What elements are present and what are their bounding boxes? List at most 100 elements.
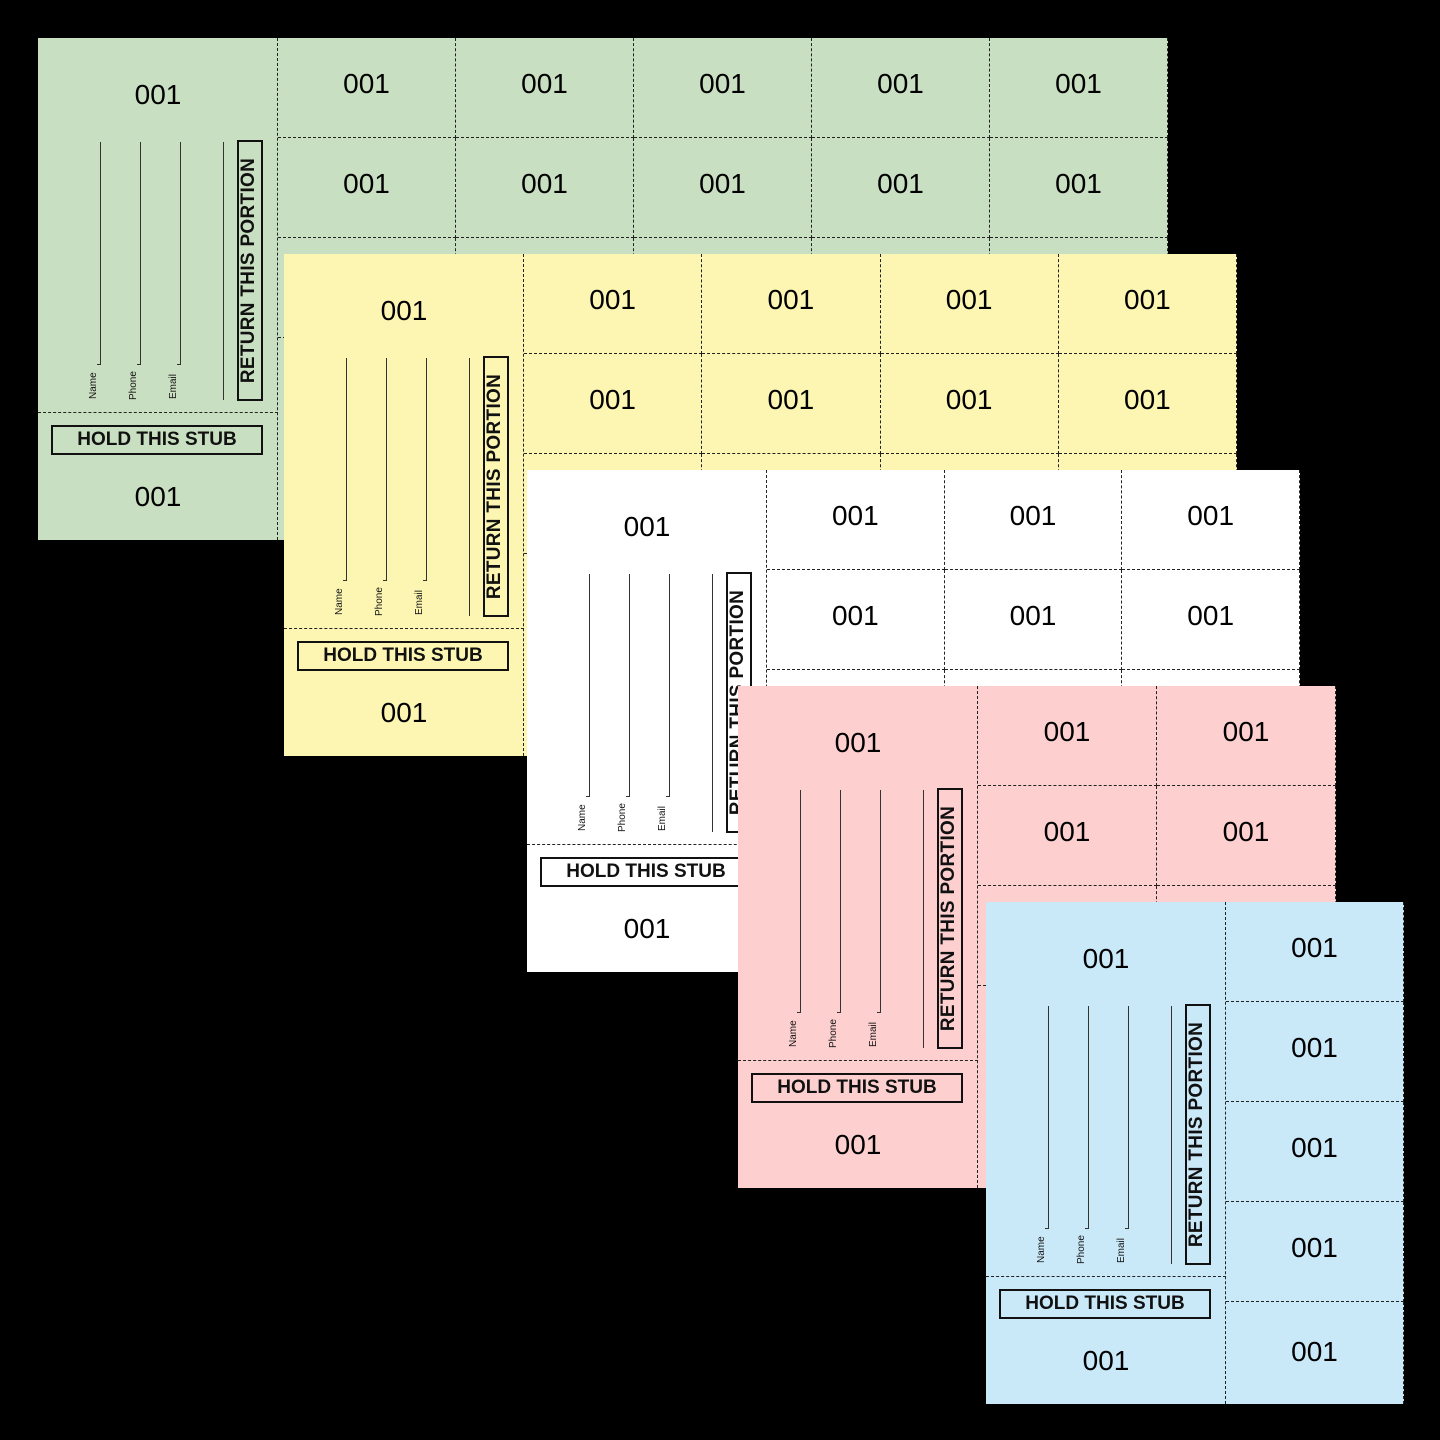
field-label-phone: Phone bbox=[1076, 1235, 1087, 1264]
field-line-extra bbox=[223, 142, 224, 400]
field-label-phone: Phone bbox=[828, 1019, 839, 1048]
return-portion-box bbox=[937, 788, 963, 1049]
field-line-name bbox=[1048, 1006, 1049, 1228]
coupon-number: 001 bbox=[1226, 1302, 1404, 1404]
coupon-number: 001 bbox=[978, 686, 1157, 786]
field-line-extra bbox=[712, 574, 713, 832]
coupon-number: 001 bbox=[1226, 902, 1404, 1002]
coupon-number: 001 bbox=[1226, 1202, 1404, 1302]
field-underline bbox=[837, 1012, 841, 1013]
field-line-name bbox=[100, 142, 101, 364]
field-label-email: Email bbox=[657, 805, 668, 831]
field-underline bbox=[1085, 1228, 1089, 1229]
return-portion-label: RETURN THIS PORTION bbox=[238, 157, 259, 384]
field-line-phone bbox=[1088, 1006, 1089, 1228]
field-underline bbox=[626, 796, 630, 797]
field-label-name: Name bbox=[788, 1020, 799, 1047]
coupon-number: 001 bbox=[1226, 1102, 1404, 1202]
coupon-number: 001 bbox=[456, 138, 634, 238]
coupon-number: 001 bbox=[812, 138, 990, 238]
field-underline bbox=[343, 580, 347, 581]
field-underline bbox=[423, 580, 427, 581]
return-portion-box bbox=[483, 356, 509, 617]
field-line-email bbox=[669, 574, 670, 796]
field-underline bbox=[1125, 1228, 1129, 1229]
hold-stub-label: HOLD THIS STUB bbox=[51, 425, 263, 455]
return-portion-label: RETURN THIS PORTION bbox=[484, 373, 505, 600]
coupon-number: 001 bbox=[278, 138, 456, 238]
field-underline bbox=[1045, 1228, 1049, 1229]
field-line-email bbox=[880, 790, 881, 1012]
coupon-number: 001 bbox=[1226, 1002, 1404, 1102]
field-line-extra bbox=[923, 790, 924, 1048]
field-line-email bbox=[1128, 1006, 1129, 1228]
field-label-phone: Phone bbox=[128, 371, 139, 400]
stub-top-number: 001 bbox=[834, 727, 882, 758]
hold-stub-label: HOLD THIS STUB bbox=[751, 1073, 963, 1103]
stub-top-number: 001 bbox=[623, 511, 671, 542]
coupon-number: 001 bbox=[278, 38, 456, 138]
field-label-name: Name bbox=[577, 804, 588, 831]
coupon-number: 001 bbox=[1058, 354, 1237, 454]
stub-top-number: 001 bbox=[134, 79, 182, 110]
coupon-number: 001 bbox=[524, 354, 703, 454]
stub-tear-line bbox=[284, 628, 524, 629]
stub-bottom-number: 001 bbox=[1082, 1345, 1130, 1376]
coupon-number: 001 bbox=[702, 354, 881, 454]
field-line-phone bbox=[386, 358, 387, 580]
field-line-extra bbox=[1171, 1006, 1172, 1264]
field-line-email bbox=[180, 142, 181, 364]
field-line-name bbox=[589, 574, 590, 796]
field-line-name bbox=[346, 358, 347, 580]
field-underline bbox=[137, 364, 141, 365]
field-label-email: Email bbox=[1116, 1237, 1127, 1263]
stub-top-number: 001 bbox=[1082, 943, 1130, 974]
coupon-number: 001 bbox=[456, 38, 634, 138]
hold-stub-label: HOLD THIS STUB bbox=[999, 1289, 1211, 1319]
stub-top-number: 001 bbox=[380, 295, 428, 326]
field-line-phone bbox=[140, 142, 141, 364]
hold-stub-label: HOLD THIS STUB bbox=[540, 857, 752, 887]
return-portion-box bbox=[237, 140, 263, 401]
return-portion-box bbox=[1185, 1004, 1211, 1265]
coupon-number: 001 bbox=[1122, 470, 1300, 570]
field-underline bbox=[797, 1012, 801, 1013]
coupon-number: 001 bbox=[524, 254, 703, 354]
stub-tear-line bbox=[738, 1060, 978, 1061]
coupon-number: 001 bbox=[634, 138, 812, 238]
coupon-number: 001 bbox=[1058, 254, 1237, 354]
stub-bottom-number: 001 bbox=[834, 1129, 882, 1160]
coupon-number: 001 bbox=[990, 138, 1168, 238]
field-label-email: Email bbox=[868, 1021, 879, 1047]
field-label-name: Name bbox=[1036, 1236, 1047, 1263]
field-label-name: Name bbox=[88, 372, 99, 399]
field-line-phone bbox=[629, 574, 630, 796]
field-label-email: Email bbox=[414, 589, 425, 615]
stub-tear-line bbox=[527, 844, 767, 845]
coupon-number: 001 bbox=[634, 38, 812, 138]
field-underline bbox=[666, 796, 670, 797]
field-underline bbox=[877, 1012, 881, 1013]
hold-stub-label: HOLD THIS STUB bbox=[297, 641, 509, 671]
field-underline bbox=[177, 364, 181, 365]
field-line-name bbox=[800, 790, 801, 1012]
coupon-number: 001 bbox=[880, 254, 1059, 354]
coupon-number: 001 bbox=[978, 786, 1157, 886]
field-line-extra bbox=[469, 358, 470, 616]
coupon-number: 001 bbox=[812, 38, 990, 138]
field-label-phone: Phone bbox=[617, 803, 628, 832]
coupon-number: 001 bbox=[944, 570, 1123, 670]
stub-bottom-number: 001 bbox=[623, 913, 671, 944]
coupon-number: 001 bbox=[702, 254, 881, 354]
return-portion-label: RETURN THIS PORTION bbox=[938, 805, 959, 1032]
stub-tear-line bbox=[38, 412, 278, 413]
field-label-phone: Phone bbox=[374, 587, 385, 616]
stub-tear-line bbox=[986, 1276, 1226, 1277]
coupon-number: 001 bbox=[1157, 786, 1336, 886]
coupon-number: 001 bbox=[767, 570, 945, 670]
coupon-number: 001 bbox=[880, 354, 1059, 454]
